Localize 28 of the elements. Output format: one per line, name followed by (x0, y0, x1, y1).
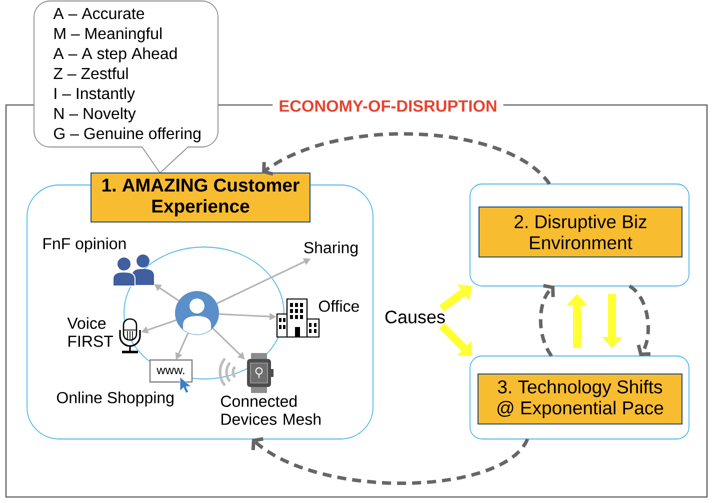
list-item: I – Instantly (54, 87, 135, 102)
dashed-arrow (628, 284, 650, 356)
text-label: Sharing (304, 242, 358, 256)
avatar-icon (175, 291, 219, 335)
process-box: 2. Disruptive Biz Environment (478, 206, 682, 258)
dashed-arrow (538, 284, 555, 357)
list-item: G – Genuine offering (54, 127, 200, 142)
block-arrow (438, 322, 472, 356)
block-arrow (439, 284, 472, 312)
icon-label: FnF opinion (44, 238, 126, 252)
icon-label: Connected Devices Mesh (221, 395, 320, 425)
list-item: A – A step Ahead (53, 47, 177, 62)
list-item: N – Novelty (54, 107, 136, 122)
icon-label: Online Shopping (56, 392, 174, 406)
dashed-arrow (262, 132, 551, 186)
frame-title: ECONOMY-OF-DISRUPTION (272, 99, 504, 113)
icon-label: Voice FIRST (67, 317, 114, 347)
browser-window: www. (149, 359, 193, 383)
list-item: Z – Zestful (54, 67, 128, 80)
dashed-arrow (251, 437, 529, 485)
list-item: A – Accurate (53, 8, 144, 20)
process-box: 1. AMAZING Customer Experience (90, 172, 310, 222)
icon-label: Office (318, 300, 359, 312)
rounded-panel (470, 356, 690, 440)
rounded-panel (470, 184, 690, 286)
list-item: M – Meaningful (54, 27, 162, 42)
text-label: Causes (385, 310, 445, 324)
process-box: 3. Technology Shifts @ Exponential Pace (478, 374, 682, 424)
